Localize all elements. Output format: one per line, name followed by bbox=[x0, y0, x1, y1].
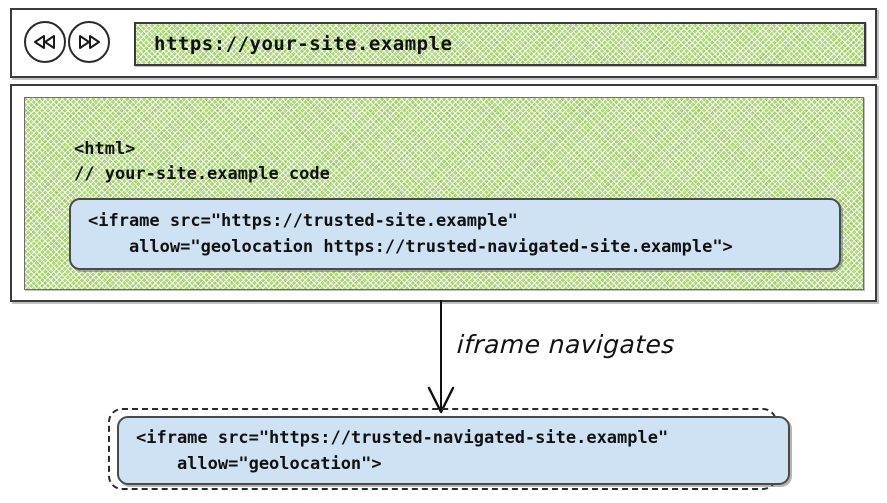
iframe-original-code: <iframe src="https://trusted-site.exampl… bbox=[88, 211, 733, 257]
page-source-code: <html> // your-site.example code bbox=[74, 139, 330, 184]
url-bar[interactable]: https://your-site.example bbox=[134, 22, 866, 66]
url-text: https://your-site.example bbox=[154, 33, 453, 55]
iframe-navigated-outline: <iframe src="https://trusted-navigated-s… bbox=[108, 408, 790, 490]
iframe-navigated-code: <iframe src="https://trusted-navigated-s… bbox=[136, 427, 669, 474]
back-icon bbox=[32, 34, 58, 50]
page-content-area: <html> // your-site.example code <iframe… bbox=[24, 97, 864, 290]
navigation-arrow bbox=[420, 300, 464, 415]
iframe-original-element: <iframe src="https://trusted-site.exampl… bbox=[69, 198, 841, 270]
navigation-buttons bbox=[24, 21, 110, 63]
forward-button[interactable] bbox=[68, 21, 110, 63]
back-button[interactable] bbox=[24, 21, 66, 63]
browser-viewport: <html> // your-site.example code <iframe… bbox=[10, 84, 877, 302]
browser-chrome: https://your-site.example bbox=[10, 8, 877, 78]
iframe-navigated-element: <iframe src="https://trusted-navigated-s… bbox=[117, 416, 790, 485]
navigation-annotation-label: iframe navigates bbox=[456, 330, 676, 359]
forward-icon bbox=[76, 34, 102, 50]
